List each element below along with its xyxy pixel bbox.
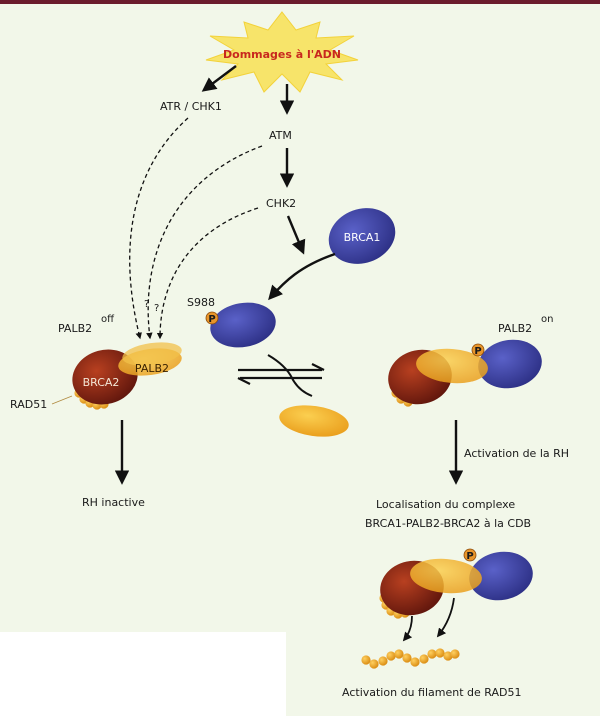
- palb2-label: PALB2: [135, 362, 169, 375]
- blank-corner: [0, 632, 286, 716]
- atm-label: ATM: [269, 129, 292, 142]
- atr-chk1-label: ATR / CHK1: [160, 100, 222, 113]
- dna-damage-label: Dommages à l'ADN: [223, 48, 341, 61]
- arrow-chk2-s988: [286, 215, 306, 255]
- chk2-label: CHK2: [266, 197, 296, 210]
- palb2-on-label: PALB2: [498, 322, 532, 335]
- phospho-icon-right: [471, 343, 485, 357]
- palb2-protein-right: [416, 348, 488, 384]
- brca1-protein: [328, 208, 396, 264]
- question-mark-1: ?: [144, 299, 149, 310]
- arrow-to-atr: [201, 65, 237, 92]
- arrow-bottom-left: [402, 615, 413, 642]
- phospho-icon: [205, 311, 219, 325]
- palb2-protein-bottom: [410, 558, 482, 594]
- dashed-arrow-atr: [129, 117, 189, 340]
- arrow-bottom-right: [436, 597, 455, 638]
- right-phospho-label: P: [474, 346, 481, 357]
- phospho-icon-bottom: [463, 548, 477, 562]
- palb2-protein-outline: [122, 342, 182, 366]
- palb2-on-sup: on: [541, 314, 553, 325]
- activation-rh-label: Activation de la RH: [464, 447, 569, 460]
- brca2-label: BRCA2: [83, 376, 120, 389]
- localisation-line1: Localisation du complexe: [376, 498, 515, 511]
- localisation-line2: BRCA1-PALB2-BRCA2 à la CDB: [365, 517, 531, 530]
- palb2-off-label: PALB2: [58, 322, 92, 335]
- bottom-phospho-label: P: [466, 551, 473, 562]
- s988-label: S988: [187, 296, 215, 309]
- arrow-brca1-s988: [268, 252, 336, 301]
- rh-inactive-label: RH inactive: [82, 496, 145, 509]
- top-bar: [0, 0, 600, 4]
- dashed-arrow-atm: [146, 145, 263, 340]
- rad51-filament-caption: Activation du filament de RAD51: [342, 686, 521, 699]
- brca1-label: BRCA1: [344, 231, 381, 244]
- brca1-protein-right: [478, 339, 542, 389]
- equilibrium-arrows-icon: [237, 354, 325, 397]
- palb2-off-sup: off: [101, 314, 115, 325]
- rad51-filament: [361, 648, 460, 669]
- question-mark-2: ?: [154, 303, 159, 314]
- rad51-label: RAD51: [10, 398, 47, 411]
- s988-phospho-label: P: [208, 314, 215, 325]
- dashed-arrow-chk2: [156, 207, 259, 340]
- free-palb2: [279, 405, 349, 437]
- s988-protein: [210, 302, 276, 348]
- rad51-pointer: [51, 395, 73, 405]
- brca1-protein-bottom: [469, 551, 533, 601]
- burst-icon: [205, 11, 359, 93]
